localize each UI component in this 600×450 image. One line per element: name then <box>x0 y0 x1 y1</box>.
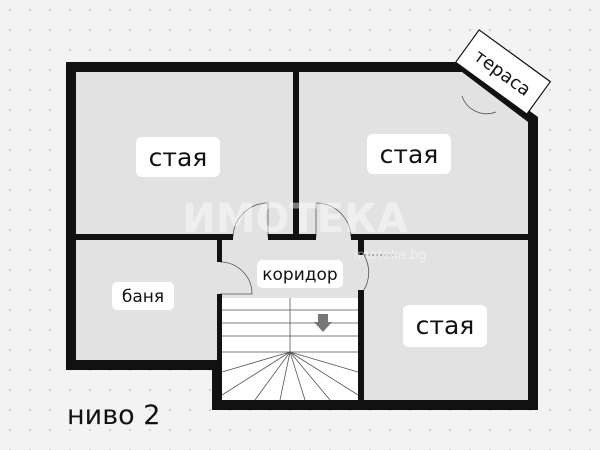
room-label-top-right: стая <box>380 140 439 169</box>
watermark-url: imoteka.bg <box>353 248 426 263</box>
walls <box>66 62 538 410</box>
stair-direction-arrow-icon <box>314 314 332 332</box>
room-label-bottom-right: стая <box>416 311 475 340</box>
watermark: ИМОТЕКА imoteka.bg <box>182 196 426 263</box>
room-label-top-left: стая <box>149 143 208 172</box>
room-label-corridor: коридор <box>262 265 337 285</box>
staircase <box>221 298 359 401</box>
room-label-bathroom: баня <box>122 287 164 307</box>
watermark-logo: ИМОТЕКА <box>182 196 408 242</box>
level-label: ниво 2 <box>67 400 160 431</box>
door-swings <box>219 95 497 295</box>
